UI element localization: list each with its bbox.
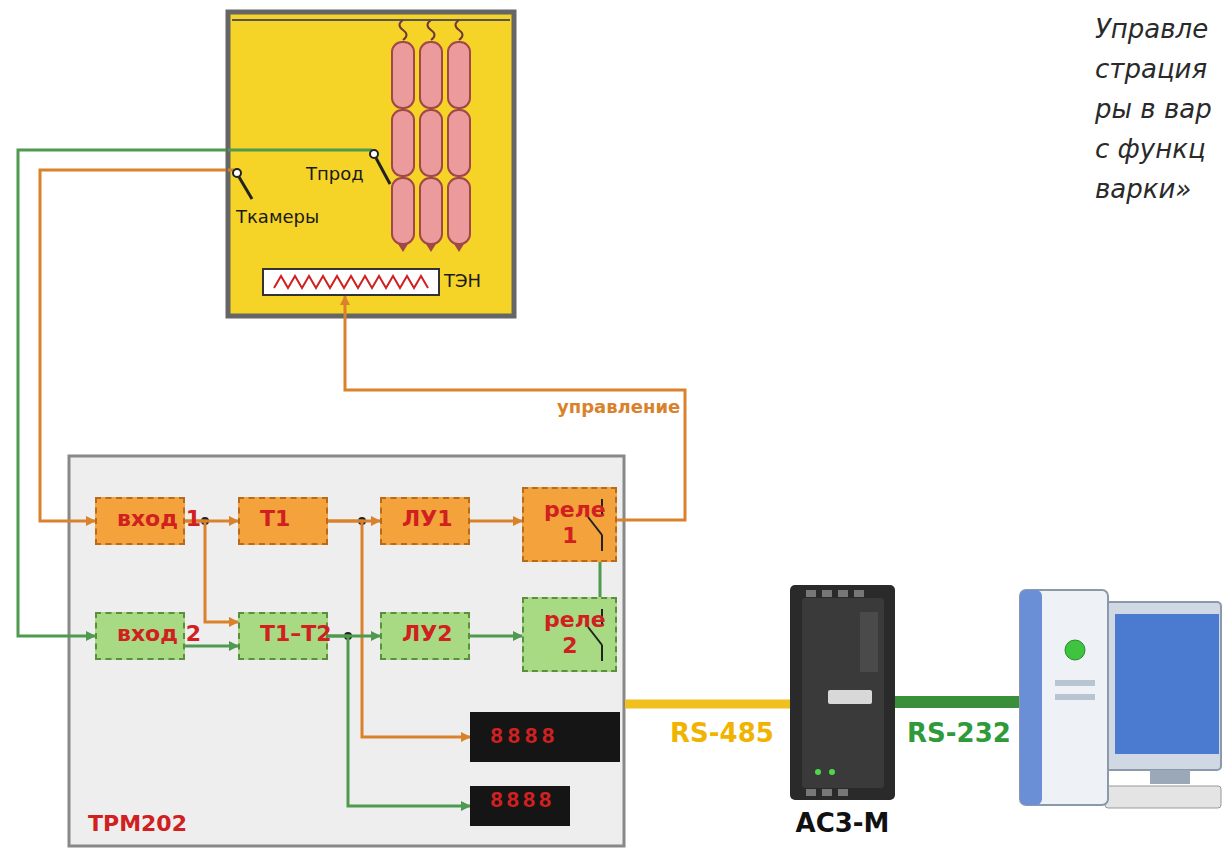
input-block: вход 1: [95, 497, 185, 545]
node-text: АС3-М: [796, 808, 890, 838]
input-block: вход 2: [95, 612, 185, 660]
controller-box: ТРМ202 вход 1 T1 ЛУ1 реле 1 вход 2 T1–T2 ЛУ2 рел…: [68, 455, 625, 848]
coil-line: [274, 276, 428, 288]
connector: [599, 562, 602, 597]
node-text: ЛУ1: [402, 506, 453, 531]
caption-fragment: варки»: [1095, 174, 1191, 204]
connector: [40, 170, 226, 521]
relay-block: реле 2: [522, 597, 617, 672]
logic-block: ЛУ1: [380, 497, 470, 545]
contact-line: [601, 645, 603, 661]
node-text: 8888: [490, 725, 559, 750]
node-text: T1: [260, 506, 290, 531]
converter-device: [790, 585, 895, 800]
caption-fragment: страция: [1095, 54, 1207, 84]
heater-box: ТЭН: [262, 268, 440, 296]
node-text: вход 2: [117, 621, 201, 646]
node-text: ТРМ202: [88, 811, 187, 836]
connector: [345, 296, 685, 520]
led-display: 8888: [470, 712, 620, 762]
node-text: 8888: [490, 789, 555, 814]
node-text: реле 1: [544, 497, 596, 548]
caption-fragment: ры в вар: [1095, 94, 1212, 124]
node-text: ЛУ2: [402, 621, 453, 646]
node-text: T1–T2: [260, 621, 332, 646]
edge-label: управление: [555, 396, 682, 417]
node-text: вход 1: [117, 506, 201, 531]
contact-line: [601, 535, 603, 551]
node-text: реле 2: [544, 607, 596, 658]
computer: [1020, 590, 1221, 808]
node-text: Tкамеры: [236, 206, 319, 227]
edge-label: RS-485: [668, 718, 776, 748]
caption-fragment: Управле: [1095, 14, 1208, 44]
connector: [185, 521, 238, 622]
connector: [470, 520, 522, 523]
connector: [625, 700, 790, 709]
signal-name: RS-232: [905, 718, 1013, 748]
node-text: Tпрод: [306, 163, 364, 184]
led-display: 8888: [470, 786, 570, 826]
relay-block: реле 1: [522, 487, 617, 562]
node-text: ТЭН: [444, 270, 481, 291]
heating-coil: [264, 270, 442, 298]
connector: [328, 636, 470, 806]
function-block: T1–T2: [238, 612, 328, 660]
contact-line: [601, 499, 603, 515]
chamber-drawing: [228, 12, 514, 316]
chamber-box: Tкамеры TпродТЭН: [226, 10, 516, 318]
caption-fragment: с функц: [1095, 134, 1206, 164]
function-block: T1: [238, 497, 328, 545]
contact-line: [601, 609, 603, 625]
rs232-cable: [895, 696, 1020, 708]
connector: [18, 150, 226, 636]
connector: [470, 635, 522, 638]
converter-box: АС3-М: [790, 585, 895, 800]
logic-block: ЛУ2: [380, 612, 470, 660]
controller-housing: [69, 456, 624, 846]
